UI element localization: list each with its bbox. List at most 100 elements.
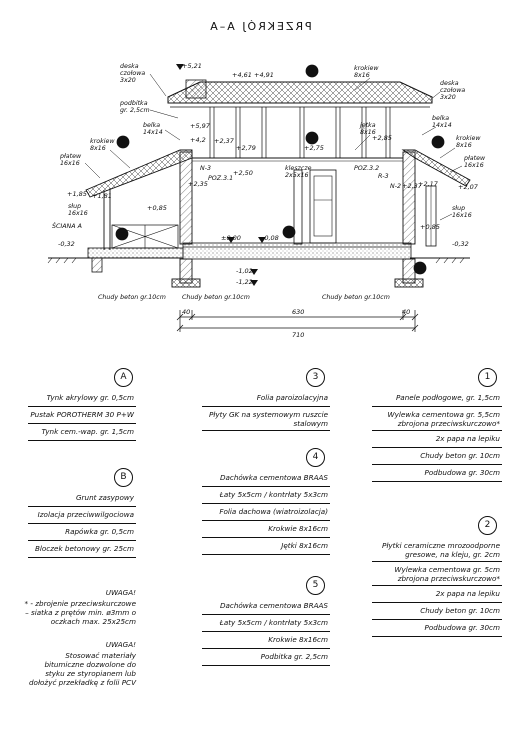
foundation-footing-left [171, 278, 201, 288]
marker-b: B [418, 265, 423, 273]
level-right-085: +0,85 [420, 223, 440, 231]
level-left-b: +1,81 [92, 192, 112, 200]
note-title: UWAGA! [105, 588, 136, 597]
legend-b-marker: B [114, 468, 133, 487]
label-poz31: POZ.3.1 [208, 175, 233, 182]
level-m032-right: -0,32 [452, 240, 469, 248]
legend-row: Dachówka cementowa BRAAS [202, 598, 330, 615]
legend-2-marker: 2 [478, 516, 497, 535]
floor-slab [182, 242, 412, 260]
marker-5-right: 5 [436, 139, 440, 147]
legend-row: Łaty 5x5cm / kontrłaty 5x3cm [202, 615, 330, 632]
note-bitumen: UWAGA! Stosować materiały bitumiczne doz… [24, 640, 136, 689]
level-top1: +4,91 [254, 71, 274, 79]
level-right-c: +2,17 [418, 180, 439, 188]
legend-row: Jętki 8x16cm [202, 538, 330, 555]
level-r4: +2,75 [304, 144, 324, 152]
foundation-mid [91, 257, 103, 273]
label-chudy-left: Chudy beton gr.10cm [98, 293, 166, 301]
roof-left-canopy [85, 149, 193, 250]
legend-row: Podbudowa gr. 30cm [372, 620, 502, 637]
marker-2: 2 [120, 231, 124, 239]
roof-right-canopy [401, 149, 471, 247]
level-left-c: +2,35 [188, 180, 208, 188]
legend-2: 2 Płytki ceramiczne mrozoodporne gresowe… [372, 516, 502, 637]
legend-row: Podbudowa gr. 30cm [372, 465, 502, 482]
legend-row: Krokwie 8x16cm [202, 632, 330, 649]
legend-5-marker: 5 [306, 576, 325, 595]
legend-4: 4 Dachówka cementowa BRAAS Łaty 5x5cm / … [202, 448, 330, 555]
legend-row: Grunt zasypowy [28, 490, 136, 507]
level-ridge: +5,21 [182, 62, 202, 70]
legend-a-marker: A [114, 368, 133, 387]
wall-right [402, 151, 416, 245]
level-left-a: +1,85 [67, 190, 87, 198]
dim-40-right: 40 [402, 308, 410, 316]
level-n597: +5,97 [190, 122, 211, 130]
marker-5-left: 5 [121, 139, 125, 147]
marker-3: 3 [310, 135, 314, 143]
marker-1: 1 [287, 229, 291, 237]
note-title: UWAGA! [105, 640, 136, 649]
level-top2: +4,61 [232, 71, 252, 79]
legend-row: Wylewka cementowa gr. 5,5cm zbrojona prz… [372, 407, 502, 431]
level-r2: +2,79 [236, 144, 256, 152]
level-r1: +2,37 [214, 137, 235, 145]
legend-1-marker: 1 [478, 368, 497, 387]
legend-row: Tynk akrylowy gr. 0,5cm [28, 390, 136, 407]
label-chudy-right: Chudy beton gr.10cm [322, 293, 390, 301]
legend-row: Folia paroizolacyjna [202, 390, 330, 407]
label-chudy-mid: Chudy beton gr.10cm [182, 293, 250, 301]
legend-row: Podbitka gr. 2,5cm [202, 649, 330, 666]
legend-3: 3 Folia paroizolacyjna Płyty GK na syste… [202, 368, 330, 431]
legend-row: Pustak POROTHERM 30 P+W [28, 407, 136, 424]
level-r3: +2,50 [233, 169, 253, 177]
label-sciana: ŚCIANA A [52, 221, 82, 230]
dim-40-left: 40 [182, 308, 190, 316]
label-poz32: POZ.3.2 [354, 165, 379, 172]
legend-row: 2x papa na lepiku [372, 586, 502, 603]
legend-row: Tynk cem.-wap. gr. 1,5cm [28, 424, 136, 441]
level-m032-left: -0,32 [58, 240, 75, 248]
legend-row: Wylewka cementowa gr. 5cm zbrojona przec… [372, 562, 502, 586]
interior-wall [293, 169, 303, 245]
marker-4: 4 [310, 68, 315, 76]
level-m122: -1,22 [236, 278, 253, 286]
label-n3: N-3 [200, 165, 211, 172]
label-n2: N-2 [390, 183, 401, 190]
legend-row: Rapówka gr. 0,5cm [28, 524, 136, 541]
level-m008: -0,08 [262, 234, 279, 242]
legend-row: Bloczek betonowy gr. 25cm [28, 541, 136, 558]
level-r6: +2,37 [402, 182, 423, 190]
legend-row: Łaty 5x5cm / kontrłaty 5x3cm [202, 487, 330, 504]
terrace-slab [87, 247, 184, 259]
page-title: PRZEKRÓJ A–A [208, 20, 312, 33]
wall-left [179, 151, 193, 245]
level-m102: -1,02 [236, 267, 253, 275]
legend-1: 1 Panele podłogowe, gr. 1,5cm Wylewka ce… [372, 368, 502, 482]
level-right-b: +2,07 [458, 183, 479, 191]
level-left-085: +0,85 [147, 204, 167, 212]
legend-row: 2x papa na lepiku [372, 431, 502, 448]
legend-5: 5 Dachówka cementowa BRAAS Łaty 5x5cm / … [202, 576, 330, 666]
dim-630: 630 [292, 308, 304, 316]
note-text: * - zbrojenie przeciwskurczowe – siatka … [24, 599, 136, 626]
legend-row: Płytki ceramiczne mrozoodporne gresowe, … [372, 538, 502, 562]
legend-4-marker: 4 [306, 448, 325, 467]
legend-a: A Tynk akrylowy gr. 0,5cm Pustak POROTHE… [28, 368, 136, 441]
note-reinforcement: UWAGA! * - zbrojenie przeciwskurczowe – … [24, 588, 136, 628]
foundation-footing-right [394, 278, 424, 288]
legend-b: B Grunt zasypowy Izolacja przeciwwilgoci… [28, 468, 136, 558]
